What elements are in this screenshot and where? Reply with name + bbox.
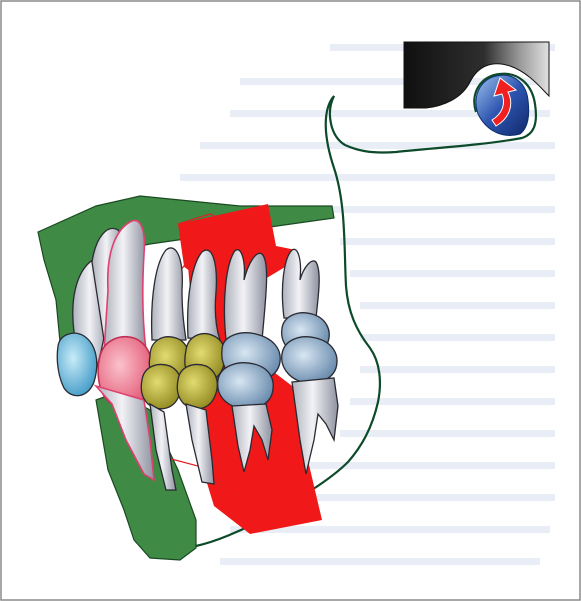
tooth-incisor-crown	[57, 333, 97, 395]
tooth-premolar-crown-3	[141, 365, 181, 409]
tooth-molar-crown-4	[282, 337, 337, 383]
tooth-molar-crown-3	[218, 363, 274, 409]
tooth-premolar-crown-4	[177, 365, 217, 409]
